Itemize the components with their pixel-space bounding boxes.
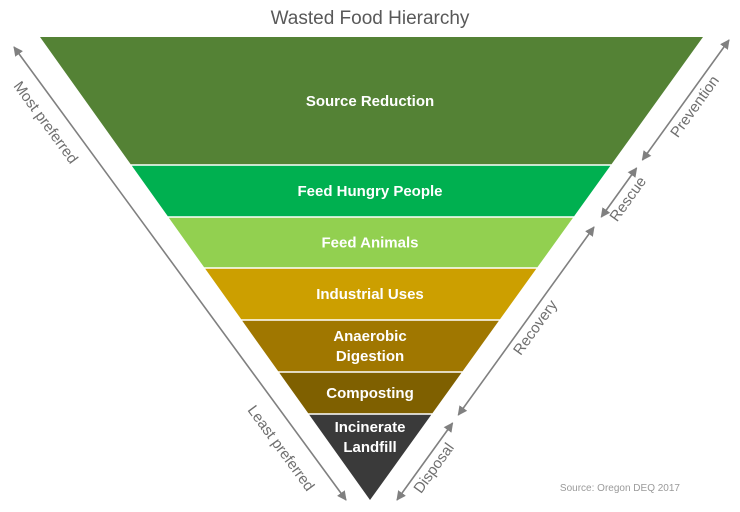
- diagram-title: Wasted Food Hierarchy: [271, 8, 470, 29]
- category-label-rescue: Rescue: [606, 174, 650, 225]
- category-arrow-1: [641, 39, 730, 161]
- tier-4-label-line-1: Industrial Uses: [316, 286, 424, 303]
- tier-5-label-line-2: Digestion: [336, 348, 404, 365]
- category-arrow-3: [457, 226, 595, 416]
- tier-7-label-line-1: Incinerate: [335, 419, 406, 436]
- source-note: Source: Oregon DEQ 2017: [560, 483, 681, 494]
- category-arrow-2: [600, 167, 638, 218]
- category-arrow-4: [396, 422, 454, 501]
- tier-1-label-line-1: Source Reduction: [306, 93, 434, 110]
- tier-2-label-line-1: Feed Hungry People: [297, 183, 442, 200]
- category-label-prevention: Prevention: [667, 73, 723, 141]
- tier-5-label-line-1: Anaerobic: [333, 328, 406, 345]
- least-preferred-label: Least preferred: [244, 402, 318, 494]
- tier-6-label-line-1: Composting: [326, 385, 414, 402]
- tier-3-label-line-1: Feed Animals: [322, 235, 419, 252]
- tier-7-label-line-2: Landfill: [343, 439, 396, 456]
- category-label-recovery: Recovery: [510, 297, 561, 359]
- preference-double-arrow: [13, 46, 347, 501]
